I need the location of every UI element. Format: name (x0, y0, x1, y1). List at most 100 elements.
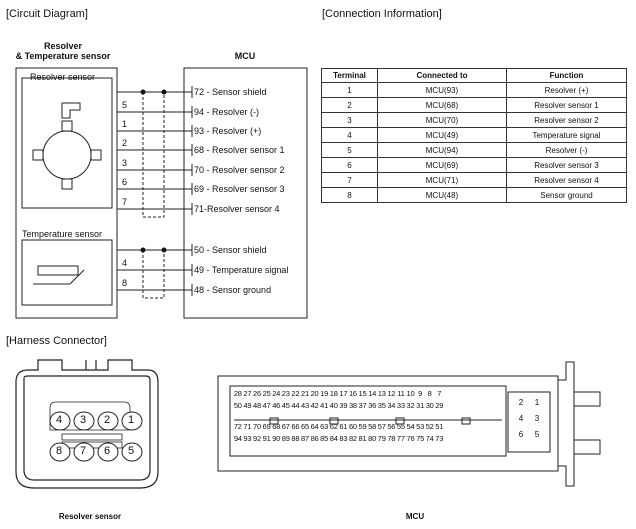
resolver-box-label: Resolver sensor (30, 72, 96, 82)
mcu-pin-number: 77 (396, 434, 405, 443)
mcu-pin-number: 94 (233, 434, 242, 443)
mcu-pin-number: 70 (253, 422, 261, 431)
wire-num: 1 (122, 119, 127, 129)
mcu-pin-number: 40 (329, 401, 338, 410)
mcu-pin-70: 70 - Resolver sensor 2 (194, 165, 285, 175)
mcu-pin-number: 42 (310, 401, 319, 410)
mcu-pin-number: 52 (425, 422, 434, 431)
connected-cell: MCU(69) (377, 157, 507, 173)
mcu-pin-number: 33 (396, 401, 405, 410)
function-cell: Temperature signal (506, 127, 627, 143)
mcu-pin-number: 14 (368, 389, 377, 398)
mcu-pin-number: 11 (397, 389, 405, 398)
connected-cell: MCU(70) (377, 112, 507, 128)
pin-number: 48 (194, 285, 205, 295)
mcu-pin-number: 31 (416, 401, 425, 410)
mcu-pin-72: 72 - Sensor shield (194, 87, 267, 97)
mcu-pin-number: 92 (253, 434, 261, 443)
function-cell: Resolver sensor 2 (506, 112, 627, 128)
terminal-cell: 4 (321, 127, 378, 143)
resolver-sensor-box (21, 77, 113, 209)
mcu-pin-number: 59 (358, 422, 367, 431)
function-cell: Resolver sensor 4 (506, 172, 627, 188)
mcu-pin-number: 84 (329, 434, 338, 443)
mcu-pin-number: 37 (358, 401, 367, 410)
pin-number: 93 (194, 126, 205, 136)
wire-num: 8 (122, 278, 127, 288)
mcu-pin-number: 3 (534, 414, 540, 423)
mcu-pin-93: 93 - Resolver (+) (194, 126, 261, 136)
wire-num: 7 (122, 197, 127, 207)
mcu-pin-number: 64 (310, 422, 319, 431)
wire-num: 3 (122, 158, 127, 168)
mcu-pin-number: 55 (396, 422, 405, 431)
pin-label: - Sensor ground (206, 285, 272, 295)
temperature-symbol (33, 265, 85, 285)
mcu-pin-number: 83 (339, 434, 348, 443)
mcu-pin-number: 19 (320, 389, 329, 398)
resolver-wires (117, 91, 192, 291)
mcu-pin-number: 72 (233, 422, 242, 431)
mcu-pin-number: 46 (272, 401, 281, 410)
terminal-cell: 3 (321, 112, 378, 128)
mcu-pin-number: 27 (243, 389, 252, 398)
mcu-pin-number: 50 (233, 401, 242, 410)
mcu-pin-number: 39 (339, 401, 348, 410)
mcu-pin-number: 35 (377, 401, 386, 410)
mcu-pin-number: 56 (387, 422, 396, 431)
function-cell: Resolver sensor 3 (506, 157, 627, 173)
harness-drawing (15, 359, 601, 489)
pin-label: 1 (128, 414, 135, 426)
connected-cell: MCU(93) (377, 82, 507, 98)
mcu-pin-number: 8 (427, 389, 432, 398)
terminal-cell: 7 (321, 172, 378, 188)
mcu-pin-number: 2 (518, 398, 524, 407)
harness-connector-title: [Harness Connector] (6, 335, 107, 347)
mcu-pin-94: 94 - Resolver (-) (194, 107, 259, 117)
mcu-pin-number: 90 (272, 434, 281, 443)
mcu-pin-number: 36 (368, 401, 377, 410)
mcu-pin-number: 7 (437, 389, 442, 398)
terminal-cell: 5 (321, 142, 378, 158)
pin-label: 8 (56, 445, 63, 457)
connected-cell: MCU(48) (377, 187, 507, 203)
mcu-pin-number: 29 (435, 401, 444, 410)
mcu-pin-number: 23 (281, 389, 290, 398)
mcu-connector-shape (217, 361, 601, 487)
pin-label: 2 (104, 414, 111, 426)
terminal-cell: 6 (321, 157, 378, 173)
mcu-pin-number: 60 (348, 422, 357, 431)
pin-label: - Temperature signal (206, 265, 289, 275)
mcu-pin-number: 80 (368, 434, 377, 443)
pin-label: - Resolver sensor 2 (206, 165, 285, 175)
pin-label: - Resolver sensor 3 (206, 184, 285, 194)
wire-num: 6 (122, 177, 127, 187)
pin-label: -Resolver sensor 4 (204, 204, 280, 214)
pin-label: - Resolver sensor 1 (206, 145, 285, 155)
mcu-pin-number: 21 (300, 389, 309, 398)
pin-number: 49 (194, 265, 205, 275)
function-cell: Resolver (+) (506, 82, 627, 98)
mcu-pin-number: 45 (281, 401, 290, 410)
mcu-pin-number: 51 (435, 422, 444, 431)
pin-label: - Resolver (+) (206, 126, 262, 136)
mcu-pin-number: 49 (243, 401, 252, 410)
connected-cell: MCU(71) (377, 172, 507, 188)
terminal-cell: 2 (321, 97, 378, 113)
mcu-pin-number: 61 (339, 422, 348, 431)
mcu-pin-49: 49 - Temperature signal (194, 265, 288, 275)
mcu-pin-number: 54 (406, 422, 415, 431)
mcu-pin-number: 74 (425, 434, 434, 443)
mcu-pin-number: 25 (262, 389, 271, 398)
pin-number: 71 (194, 204, 205, 214)
resolver-caption: Resolver sensor (58, 512, 122, 521)
mcu-pin-number: 22 (291, 389, 300, 398)
